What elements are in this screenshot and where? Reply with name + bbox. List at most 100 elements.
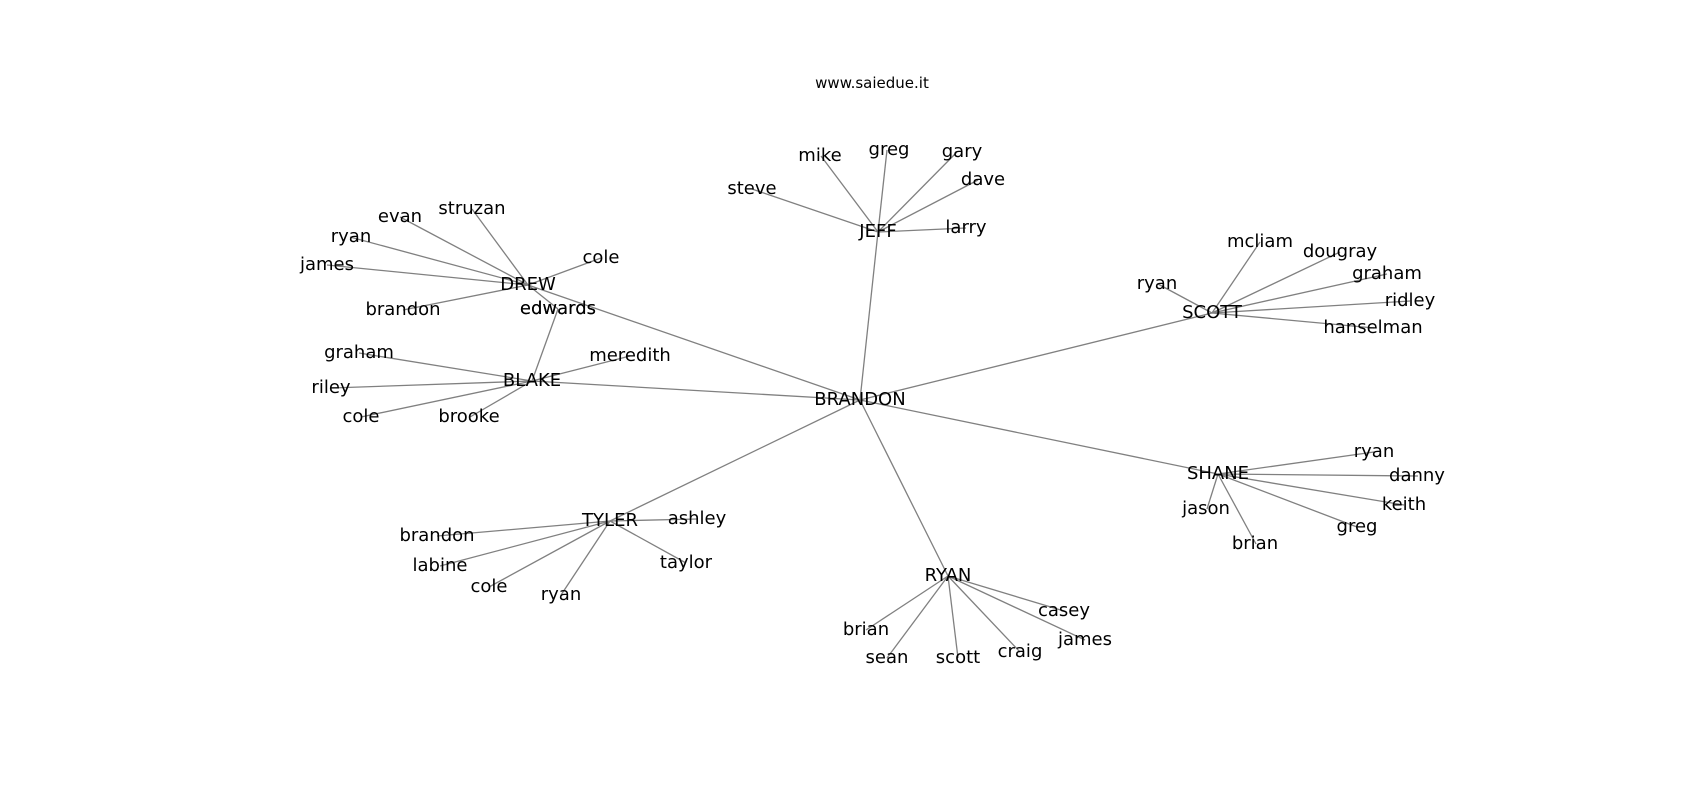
- edge-scott-ryan: [1157, 283, 1213, 314]
- node-leaf-tyler-cole: cole: [471, 576, 508, 597]
- node-leaf-jeff-larry: larry: [945, 217, 987, 238]
- node-leaf-jeff-gary: gary: [942, 141, 983, 162]
- edge-scott-mcliam: [1211, 241, 1261, 314]
- site-title: www.saiedue.it: [815, 74, 929, 92]
- edge-ryan-brian: [865, 575, 949, 631]
- node-leaf-ryan-james: james: [1057, 629, 1112, 650]
- edge-ryan-craig: [947, 575, 1021, 653]
- node-leaf-scott-mcliam: mcliam: [1227, 231, 1293, 252]
- node-leaf-shane-keith: keith: [1382, 494, 1426, 515]
- edge-ryan-sean: [886, 575, 949, 659]
- edge-ryan-james: [947, 575, 1086, 641]
- node-leaf-tyler-taylor: taylor: [660, 552, 713, 573]
- node-leaf-shane-ryan: ryan: [1354, 441, 1395, 462]
- edge-blake-riley: [330, 380, 533, 389]
- edge-drew-evan: [399, 216, 529, 286]
- node-leaf-scott-dougray: dougray: [1303, 241, 1378, 262]
- node-leaf-ryan-brian: brian: [843, 619, 889, 640]
- edge-jeff-dave: [877, 179, 979, 233]
- edge-center-jeff: [859, 231, 879, 401]
- node-leaf-blake-graham: graham: [324, 342, 394, 363]
- node-leaf-ryan-sean: sean: [866, 647, 909, 668]
- node-leaf-drew-struzan: struzan: [438, 198, 505, 219]
- node-leaf-blake-cole: cole: [343, 406, 380, 427]
- node-leaf-jeff-steve: steve: [727, 178, 776, 199]
- edge-blake-meredith: [531, 355, 631, 382]
- node-leaf-blake-edwards: edwards: [520, 298, 596, 319]
- edge-tyler-labine: [439, 520, 611, 567]
- edge-blake-cole: [360, 380, 533, 418]
- edge-scott-hanselman: [1211, 312, 1375, 329]
- node-hub-drew: DREW: [500, 274, 556, 295]
- node-hub-blake: BLAKE: [503, 370, 561, 391]
- edge-center-ryan: [859, 399, 949, 577]
- node-leaf-ryan-craig: craig: [998, 641, 1043, 662]
- node-leaf-drew-james: james: [299, 254, 354, 275]
- edge-jeff-steve: [751, 188, 879, 233]
- node-leaf-scott-graham: graham: [1352, 263, 1422, 284]
- edge-tyler-ashley: [609, 518, 698, 522]
- node-leaf-shane-jason: jason: [1181, 498, 1230, 519]
- graph-edges: [326, 149, 1419, 659]
- node-hub-jeff: JEFF: [858, 221, 896, 242]
- edge-center-shane: [859, 399, 1219, 475]
- node-leaf-scott-ridley: ridley: [1385, 290, 1436, 311]
- node-leaf-scott-ryan: ryan: [1137, 273, 1178, 294]
- edge-ryan-casey: [947, 575, 1065, 612]
- node-hub-tyler: TYLER: [581, 510, 638, 531]
- edge-drew-james: [326, 264, 529, 286]
- node-leaf-blake-meredith: meredith: [589, 345, 671, 366]
- edge-jeff-larry: [877, 227, 967, 233]
- edge-tyler-cole: [488, 520, 611, 588]
- node-leaf-ryan-scott: scott: [936, 647, 980, 668]
- edge-shane-keith: [1217, 473, 1405, 506]
- edge-ryan-scott: [947, 575, 959, 659]
- edge-center-blake: [531, 380, 861, 401]
- edge-drew-cole: [527, 257, 602, 286]
- edge-tyler-ryan: [560, 520, 611, 596]
- edge-center-drew: [527, 284, 861, 401]
- edge-shane-danny: [1217, 473, 1419, 477]
- node-leaf-drew-brandon: brandon: [365, 299, 440, 320]
- edge-shane-jason: [1206, 473, 1219, 510]
- edge-tyler-taylor: [609, 520, 687, 564]
- edge-drew-ryan: [349, 236, 529, 286]
- edge-drew-brandon: [402, 284, 529, 311]
- node-leaf-drew-edwards: edwards: [520, 298, 596, 319]
- edge-jeff-greg: [877, 149, 888, 233]
- edge-blake-brooke: [469, 380, 533, 418]
- node-leaf-tyler-brandon: brandon: [399, 525, 474, 546]
- node-hub-shane: SHANE: [1187, 463, 1249, 484]
- edge-shane-brian: [1217, 473, 1257, 545]
- node-leaf-jeff-dave: dave: [961, 169, 1005, 190]
- edge-blake-edwards: [531, 308, 559, 382]
- node-leaf-drew-ryan: ryan: [331, 226, 372, 247]
- node-leaf-tyler-ashley: ashley: [668, 508, 727, 529]
- node-leaf-tyler-labine: labine: [413, 555, 468, 576]
- node-leaf-shane-brian: brian: [1232, 533, 1278, 554]
- edge-scott-graham: [1211, 273, 1388, 314]
- node-leaf-blake-riley: riley: [311, 377, 350, 398]
- edge-blake-graham: [358, 352, 533, 382]
- node-leaf-shane-greg: greg: [1337, 516, 1378, 537]
- node-leaf-jeff-greg: greg: [869, 139, 910, 160]
- node-hub-scott: SCOTT: [1182, 302, 1243, 323]
- edge-center-tyler: [609, 399, 861, 522]
- node-leaf-drew-cole: cole: [583, 247, 620, 268]
- node-leaf-scott-hanselman: hanselman: [1323, 317, 1422, 338]
- node-leaf-ryan-casey: casey: [1038, 600, 1090, 621]
- node-leaf-shane-danny: danny: [1389, 465, 1445, 486]
- edge-scott-ridley: [1211, 300, 1411, 314]
- edge-scott-dougray: [1211, 251, 1341, 314]
- node-leaf-blake-brooke: brooke: [438, 406, 499, 427]
- edge-center-scott: [859, 312, 1213, 401]
- node-leaf-drew-evan: evan: [378, 206, 422, 227]
- edge-jeff-mike: [820, 155, 879, 233]
- node-center: BRANDON: [814, 389, 905, 410]
- edge-drew-edwards: [527, 284, 559, 310]
- node-hub-ryan: RYAN: [925, 565, 972, 586]
- edge-shane-greg: [1217, 473, 1358, 528]
- edge-drew-struzan: [471, 208, 529, 286]
